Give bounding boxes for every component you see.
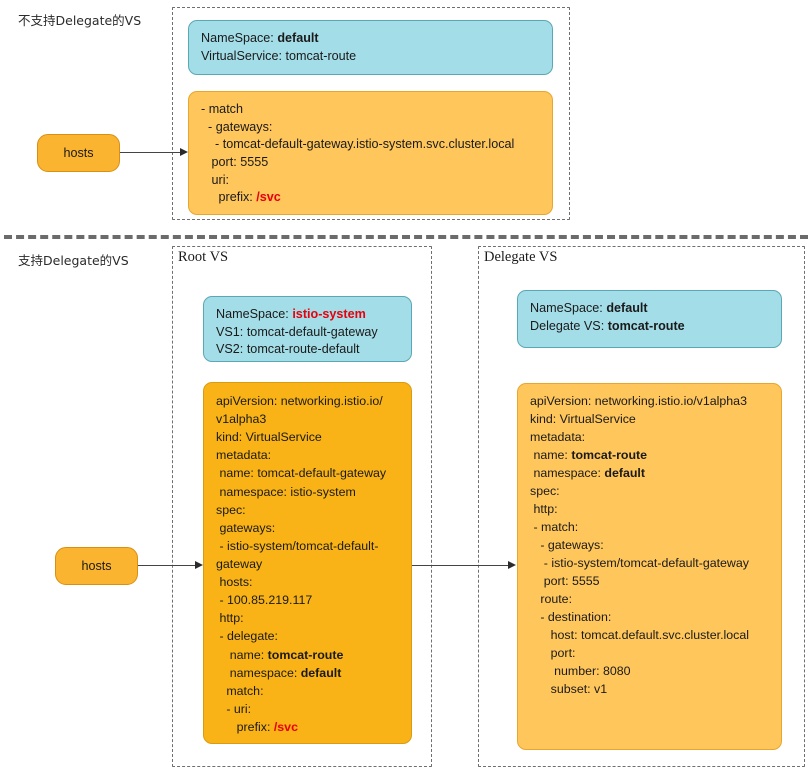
root-vs1-line: VS1: tomcat-default-gateway [216, 324, 400, 342]
root-yaml-gateway-ref: - istio-system/tomcat-default- [216, 538, 379, 553]
top-group-container [172, 7, 570, 220]
top-hosts-arrow-line [120, 152, 181, 153]
bottom-hosts-node[interactable]: hosts [55, 547, 138, 585]
root-delegate-ns-key: namespace: [216, 665, 301, 680]
top-section-side-label: 不支持Delegate的VS [18, 13, 142, 28]
delegate-yaml-http: http: [530, 501, 558, 516]
delegate-yaml-spec: spec: [530, 483, 560, 498]
root-to-delegate-arrow-head [508, 561, 516, 569]
yaml-line-port: port: 5555 [201, 154, 269, 169]
root-vs2-value: tomcat-route-default [246, 342, 360, 357]
delegate-yaml-name: name: tomcat-route [530, 447, 770, 465]
delegate-yaml-namespace: namespace: default [530, 465, 770, 483]
delegate-yaml-kind: kind: VirtualService [530, 411, 636, 426]
root-vs-yaml-card: apiVersion: networking.istio.io/ v1alpha… [203, 382, 412, 744]
delegate-meta-name-value: tomcat-route [571, 447, 648, 462]
root-yaml-delegate: - delegate: [216, 629, 278, 644]
delegate-yaml-destination: - destination: [530, 609, 612, 624]
delegate-yaml-port-number: number: 8080 [530, 663, 631, 678]
root-yaml-http: http: [216, 611, 244, 626]
root-yaml-delegate-namespace: namespace: default [216, 664, 400, 682]
root-yaml-kind: kind: VirtualService [216, 430, 322, 445]
root-to-delegate-arrow-line [412, 565, 510, 566]
delegate-yaml-port: port: 5555 [530, 573, 600, 588]
delegate-meta-ns-key: namespace: [530, 465, 605, 480]
root-delegate-ns-value: default [300, 665, 342, 680]
top-yaml-card: - match - gateways: - tomcat-default-gat… [188, 91, 553, 215]
delegate-yaml-host: host: tomcat.default.svc.cluster.local [530, 627, 749, 642]
bottom-hosts-label: hosts [81, 559, 112, 573]
root-prefix-key: prefix: [216, 719, 274, 734]
root-vs2-key: VS2: [216, 342, 244, 357]
bottom-hosts-arrow-line [138, 565, 196, 566]
yaml-line-gateway-host: - tomcat-default-gateway.istio-system.sv… [201, 137, 515, 152]
top-virtualservice-key: VirtualService: [201, 48, 282, 63]
root-yaml-gateway-ref-cont: gateway [216, 556, 263, 571]
root-vs1-key: VS1: [216, 324, 244, 339]
yaml-prefix-key: prefix: [201, 190, 257, 205]
delegate-vs-panel-title: Delegate VS [484, 249, 558, 265]
yaml-line-uri: uri: [201, 172, 229, 187]
bottom-hosts-arrow-head [195, 561, 203, 569]
top-virtualservice-value: tomcat-route [285, 48, 357, 63]
top-hosts-node[interactable]: hosts [37, 134, 120, 172]
root-yaml-namespace: namespace: istio-system [216, 484, 356, 499]
root-vs-namespace-card: NameSpace: istio-system VS1: tomcat-defa… [203, 296, 412, 362]
delegate-vs-yaml-card: apiVersion: networking.istio.io/v1alpha3… [517, 383, 782, 750]
yaml-line-gateways: - gateways: [201, 119, 273, 134]
delegate-vs-panel [478, 246, 805, 767]
delegate-namespace-line: NameSpace: default [530, 300, 770, 318]
root-namespace-key: NameSpace: [216, 307, 289, 321]
root-yaml-apiversion: apiVersion: networking.istio.io/ [216, 394, 383, 408]
delegate-yaml-metadata: metadata: [530, 429, 586, 444]
delegate-vs-line: Delegate VS: tomcat-route [530, 318, 770, 336]
delegate-meta-ns-value: default [604, 465, 646, 480]
root-yaml-metadata: metadata: [216, 448, 272, 463]
delegate-yaml-gateway-ref: - istio-system/tomcat-default-gateway [530, 555, 749, 570]
delegate-yaml-subset: subset: v1 [530, 681, 608, 696]
delegate-namespace-key: NameSpace: [530, 301, 603, 315]
delegate-vs-value: tomcat-route [607, 318, 685, 333]
root-yaml-prefix: prefix: /svc [216, 718, 400, 736]
delegate-vs-key: Delegate VS: [530, 318, 605, 333]
root-yaml-uri: - uri: [216, 701, 252, 716]
yaml-line-prefix: prefix: /svc [201, 189, 541, 207]
root-namespace-line: NameSpace: istio-system [216, 306, 400, 324]
top-hosts-arrow-head [180, 148, 188, 156]
root-yaml-name: name: tomcat-default-gateway [216, 466, 387, 481]
delegate-vs-namespace-card: NameSpace: default Delegate VS: tomcat-r… [517, 290, 782, 348]
top-virtualservice-line: VirtualService: tomcat-route [201, 48, 541, 66]
top-namespace-value: default [277, 31, 319, 45]
root-delegate-name-value: tomcat-route [267, 647, 344, 662]
top-namespace-key: NameSpace: [201, 31, 274, 45]
root-vs-panel-title: Root VS [178, 249, 229, 265]
root-prefix-value: /svc [273, 719, 298, 734]
top-namespace-card: NameSpace: default VirtualService: tomca… [188, 20, 553, 75]
delegate-yaml-apiversion: apiVersion: networking.istio.io/v1alpha3 [530, 394, 747, 408]
root-yaml-hosts: hosts: [216, 575, 253, 590]
delegate-yaml-port-block: port: [530, 645, 576, 660]
root-namespace-value: istio-system [292, 307, 366, 321]
root-vs1-value: tomcat-default-gateway [246, 324, 378, 339]
root-yaml-gateways: gateways: [216, 520, 276, 535]
root-vs2-line: VS2: tomcat-route-default [216, 341, 400, 359]
top-namespace-line: NameSpace: default [201, 30, 541, 48]
root-yaml-delegate-name: name: tomcat-route [216, 646, 400, 664]
root-delegate-name-key: name: [216, 647, 268, 662]
delegate-meta-name-key: name: [530, 447, 572, 462]
yaml-prefix-value: /svc [256, 190, 281, 205]
delegate-namespace-value: default [606, 301, 648, 315]
top-hosts-label: hosts [63, 146, 94, 160]
root-yaml-spec: spec: [216, 502, 246, 517]
root-vs-panel [172, 246, 432, 767]
delegate-yaml-route: route: [530, 591, 573, 606]
yaml-line-match: - match [201, 102, 243, 116]
root-yaml-apiversion-cont: v1alpha3 [216, 412, 267, 427]
delegate-yaml-match: - match: [530, 519, 579, 534]
section-divider [4, 235, 808, 239]
root-yaml-hosts-ip: - 100.85.219.117 [216, 593, 313, 608]
delegate-yaml-gateways: - gateways: [530, 537, 604, 552]
root-yaml-match: match: [216, 683, 264, 698]
bottom-section-side-label: 支持Delegate的VS [18, 253, 129, 268]
